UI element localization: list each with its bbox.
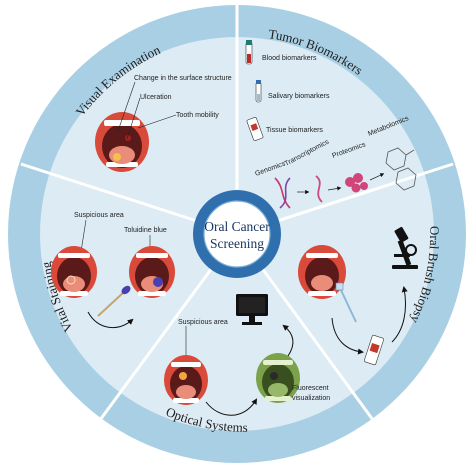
label-ulceration: Ulceration (140, 94, 172, 101)
metabolite-structure-icon (385, 147, 417, 191)
open-mouth-illustration (51, 246, 97, 298)
oral-brush-biopsy-panel (298, 226, 418, 366)
label-suspicious-area: Suspicious area (178, 319, 228, 326)
label-visualization: visualization (292, 395, 330, 402)
label-salivary-biomarkers: Salivary biomarkers (268, 93, 330, 100)
label-fluorescent: Fluorescent (292, 385, 329, 392)
center-title-line1: Oral Cancer (204, 219, 270, 234)
label-blood-biomarkers: Blood biomarkers (262, 55, 317, 62)
label-surface-change: Change in the surface structure (134, 75, 232, 82)
saliva-tube-icon (255, 80, 262, 103)
open-mouth-illustration (95, 112, 149, 172)
microscope-icon (392, 226, 418, 269)
open-mouth-illustration (164, 355, 208, 405)
swab-icon (97, 285, 131, 317)
vital-staining-panel: Suspicious area Toluidine blue (51, 212, 175, 328)
tissue-slide-icon (246, 117, 264, 141)
stained-mouth-illustration (129, 246, 175, 298)
protein-cluster-icon (345, 173, 368, 193)
open-mouth-illustration (298, 245, 346, 299)
dna-helix-icon (274, 177, 291, 209)
label-tissue-biomarkers: Tissue biomarkers (266, 127, 323, 134)
optical-systems-panel: Suspicious area Fluorescent visualizatio… (164, 294, 330, 416)
rna-strand-icon (315, 175, 323, 203)
label-tooth-mobility: Tooth mobility (176, 112, 219, 119)
fluorescent-mouth-illustration (256, 353, 300, 403)
brush-icon (335, 282, 357, 323)
label-suspicious-area: Suspicious area (74, 212, 124, 219)
slide-icon (364, 334, 384, 366)
monitor-icon (236, 294, 268, 325)
blood-tube-icon (245, 40, 253, 65)
visual-examination-panel: Change in the surface structure Ulcerati… (95, 75, 232, 172)
center-badge (203, 200, 271, 268)
label-toluidine-blue: Toluidine blue (124, 227, 167, 234)
center-title-line2: Screening (210, 236, 264, 251)
